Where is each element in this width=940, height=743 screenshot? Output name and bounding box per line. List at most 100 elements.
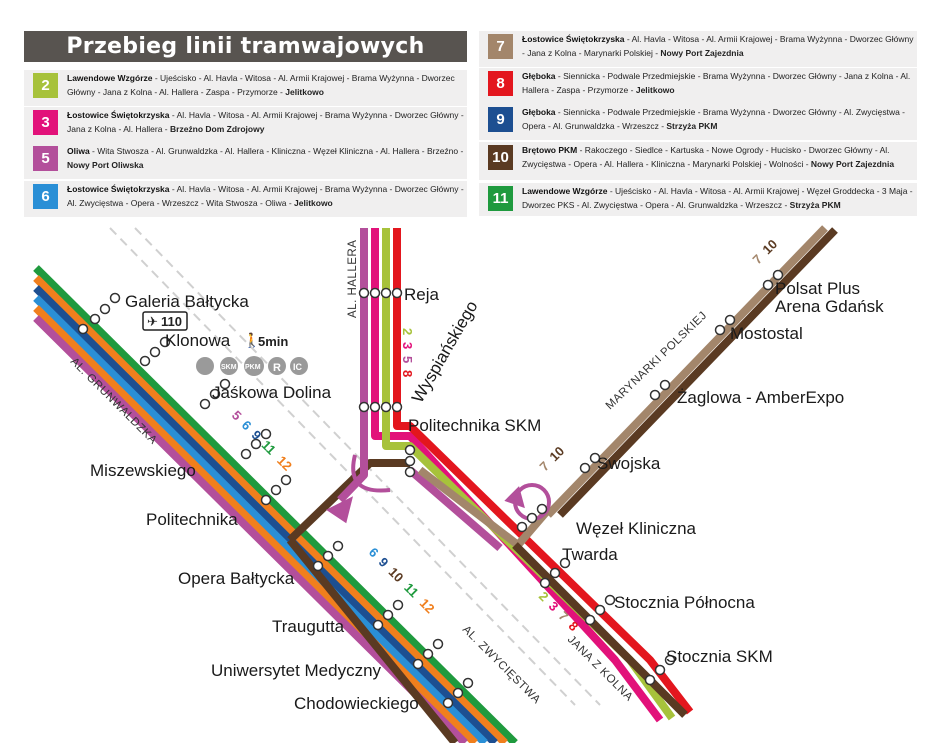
walk-info: 🚶 5min xyxy=(243,332,288,349)
svg-text:IC: IC xyxy=(293,362,303,372)
route-number-6: 6 xyxy=(239,417,255,433)
route-via: - Siennicka - Podwale Przedmiejskie - Br… xyxy=(522,71,911,95)
route-number-12: 12 xyxy=(417,595,438,616)
route-description: Głęboka - Siennicka - Podwale Przedmiejs… xyxy=(522,104,917,133)
route-description: Lawendowe Wzgórze - Ujeścisko - Al. Havl… xyxy=(67,70,467,99)
street-zwyciestwa: AL. ZWYCIĘSTWA xyxy=(460,624,543,707)
legend-row-line-3: 3 Łostowice Świętokrzyska - Al. Havla - W… xyxy=(24,107,467,143)
stop-mostostal: Mostostal xyxy=(730,324,803,343)
route-description: Łostowice Świętokrzyska - Al. Havla - Wi… xyxy=(522,31,917,60)
route-start: Łostowice Świętokrzyska xyxy=(67,184,170,194)
line-badge: 5 xyxy=(33,146,58,171)
route-number-5: 5 xyxy=(229,408,245,424)
walk-icon: 🚶 xyxy=(243,332,260,349)
airport-bus-badge: ✈ 110 xyxy=(142,311,188,331)
stop-klonowa: Klonowa xyxy=(165,331,231,350)
route-start: Łostowice Świętokrzyska xyxy=(522,34,625,44)
legend-row-line-2: 2 Lawendowe Wzgórze - Ujeścisko - Al. Hav… xyxy=(24,70,467,106)
route-end: Nowy Port Zajezdnia xyxy=(810,158,895,169)
stop-zaglowa: Żaglowa - AmberExpo xyxy=(677,388,844,407)
route-end: Brzeźno Dom Zdrojowy xyxy=(170,123,265,134)
route-number-7: 7 xyxy=(750,251,766,267)
route-end: Nowy Port Oliwska xyxy=(67,159,144,170)
route-number-7: 7 xyxy=(556,608,572,624)
route-start: Łostowice Świętokrzyska xyxy=(67,110,170,120)
line-badge: 10 xyxy=(488,145,513,170)
route-number-6: 6 xyxy=(366,545,382,561)
grunwaldzka-bundle xyxy=(33,265,518,743)
route-labels-hallera: 2 3 5 8 xyxy=(400,328,415,377)
route-number-8: 8 xyxy=(400,370,415,377)
route-via: - Wita Stwosza - Al. Grunwaldzka - Al. H… xyxy=(89,146,464,156)
route-number-9: 9 xyxy=(376,554,392,570)
route-number-11: 11 xyxy=(259,437,279,457)
transfer-icons: SKM PKM R IC xyxy=(196,356,308,376)
route-start: Głęboka xyxy=(522,71,556,81)
stop-opera: Opera Bałtycka xyxy=(178,569,295,588)
line-badge: 7 xyxy=(488,34,513,59)
route-end: Strzyża PKM xyxy=(666,120,718,131)
stop-wezel: Węzeł Kliniczna xyxy=(576,519,697,538)
route-end: Jelitkowo xyxy=(294,197,333,208)
route-number-5: 5 xyxy=(400,356,415,363)
line-badge: 8 xyxy=(488,71,513,96)
stop-markers xyxy=(77,269,784,709)
stop-jaskowa: Jaśkowa Dolina xyxy=(212,383,332,402)
route-start: Brętowo PKM xyxy=(522,145,578,155)
stop-politechnika: Politechnika xyxy=(146,510,238,529)
route-number-3: 3 xyxy=(400,342,415,349)
bus-110: 110 xyxy=(161,314,182,329)
route-start: Głęboka xyxy=(522,107,556,117)
svg-text:SKM: SKM xyxy=(221,364,237,371)
stop-politechnika-skm: Politechnika SKM xyxy=(408,416,541,435)
plane-icon: ✈ xyxy=(147,314,158,329)
line-badge: 11 xyxy=(488,186,513,211)
route-via: - Ujeścisko - Al. Havla - Witosa - Al. A… xyxy=(522,186,913,210)
stop-reja: Reja xyxy=(404,285,440,304)
legend-row-line-8: 8 Głęboka - Siennicka - Podwale Przedmiej… xyxy=(479,68,917,104)
route-start: Oliwa xyxy=(67,146,90,156)
route-number-10: 10 xyxy=(386,564,407,585)
route-number-11: 11 xyxy=(401,580,421,600)
route-labels-marynarki-upper: 710 xyxy=(750,236,781,267)
route-via: - Siennicka - Podwale Przedmiejskie - Br… xyxy=(522,107,906,131)
stop-traugutta: Traugutta xyxy=(272,617,345,636)
route-via: - Ujeścisko - Al. Havla - Witosa - Al. A… xyxy=(67,73,455,97)
stop-polsat-2: Arena Gdańsk xyxy=(775,297,884,316)
stop-twarda: Twarda xyxy=(562,545,618,564)
line-badge: 2 xyxy=(33,73,58,98)
route-number-2: 2 xyxy=(536,589,552,605)
route-description: Głęboka - Siennicka - Podwale Przedmiejs… xyxy=(522,68,917,97)
legend-row-line-5: 5 Oliwa - Wita Stwosza - Al. Grunwaldzka … xyxy=(24,143,467,179)
route-description: Brętowo PKM - Rakoczego - Siedlce - Kart… xyxy=(522,142,917,171)
route-via: - Al. Havla - Witosa - Al. Armii Krajowe… xyxy=(67,110,464,134)
route-number-12: 12 xyxy=(274,453,295,474)
stop-uniwersytet: Uniwersytet Medyczny xyxy=(211,661,382,680)
route-number-2: 2 xyxy=(400,328,415,335)
svg-text:R: R xyxy=(273,362,281,374)
route-description: Oliwa - Wita Stwosza - Al. Grunwaldzka -… xyxy=(67,143,467,172)
route-end: Jelitkowo xyxy=(285,86,324,97)
stop-polsat-1: Polsat Plus xyxy=(775,279,860,298)
bus-icon xyxy=(196,357,214,375)
route-description: Łostowice Świętokrzyska - Al. Havla - Wi… xyxy=(67,181,467,210)
stop-miszewskiego: Miszewskiego xyxy=(90,461,196,480)
route-number-10: 10 xyxy=(546,443,567,464)
route-number-3: 3 xyxy=(546,598,562,614)
stop-swojska: Swojska xyxy=(597,454,661,473)
route-labels-marynarki-lower: 710 xyxy=(537,443,568,474)
walk-time: 5min xyxy=(258,334,288,349)
line-badge: 3 xyxy=(33,110,58,135)
legend-row-line-7: 7 Łostowice Świętokrzyska - Al. Havla - W… xyxy=(479,31,917,67)
route-via: - Al. Havla - Witosa - Al. Armii Krajowe… xyxy=(522,34,914,58)
route-number-10: 10 xyxy=(759,236,780,257)
legend-row-line-10: 10 Brętowo PKM - Rakoczego - Siedlce - Ka… xyxy=(479,142,917,180)
street-hallera: AL. HALLERA xyxy=(347,240,359,318)
route-via: - Rakoczego - Siedlce - Kartuska - Nowe … xyxy=(522,145,890,169)
stop-galeria: Galeria Bałtycka xyxy=(125,292,249,311)
stop-stocznia-skm: Stocznia SKM xyxy=(666,647,773,666)
